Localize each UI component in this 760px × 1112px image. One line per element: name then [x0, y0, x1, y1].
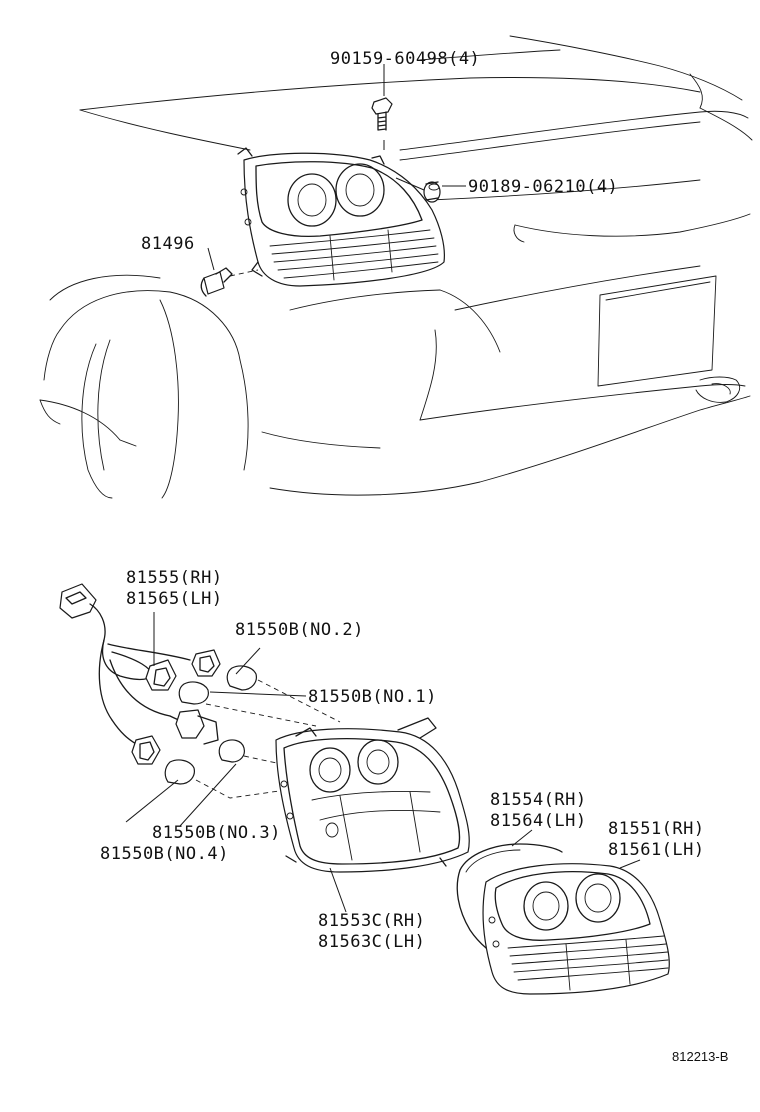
bulb-socket-icon: [131, 649, 221, 765]
label-socket-81496: 81496: [141, 234, 195, 254]
headlamp-on-vehicle: [237, 147, 445, 287]
label-gasket-lh: 81564(LH): [490, 811, 587, 831]
socket-81496-icon: [200, 267, 233, 297]
label-bulb-no1: 81550B(NO.1): [308, 687, 437, 707]
label-wire-rh: 81555(RH): [126, 568, 223, 588]
label-nut: 90189-06210(4): [468, 177, 618, 197]
label-bulb-no4: 81550B(NO.4): [100, 844, 229, 864]
figure-reference: 812213-B: [672, 1049, 728, 1064]
bolt-icon: [371, 97, 393, 131]
vehicle-rear-illustration: [39, 35, 753, 499]
label-housing-lh: 81563C(LH): [318, 932, 425, 952]
lamp-housing: [275, 717, 470, 873]
nut-icon: [423, 181, 441, 203]
label-bolt: 90159-60498(4): [330, 49, 480, 69]
label-bulb-no2: 81550B(NO.2): [235, 620, 364, 640]
label-bulb-no3: 81550B(NO.3): [152, 823, 281, 843]
bulb-icon: [164, 665, 257, 785]
wire-harness: [59, 583, 191, 747]
label-wire-lh: 81565(LH): [126, 589, 223, 609]
lamp-lens: [482, 863, 670, 995]
label-housing-rh: 81553C(RH): [318, 911, 425, 931]
label-lamp-rh: 81551(RH): [608, 819, 705, 839]
label-lamp-lh: 81561(LH): [608, 840, 705, 860]
label-gasket-rh: 81554(RH): [490, 790, 587, 810]
